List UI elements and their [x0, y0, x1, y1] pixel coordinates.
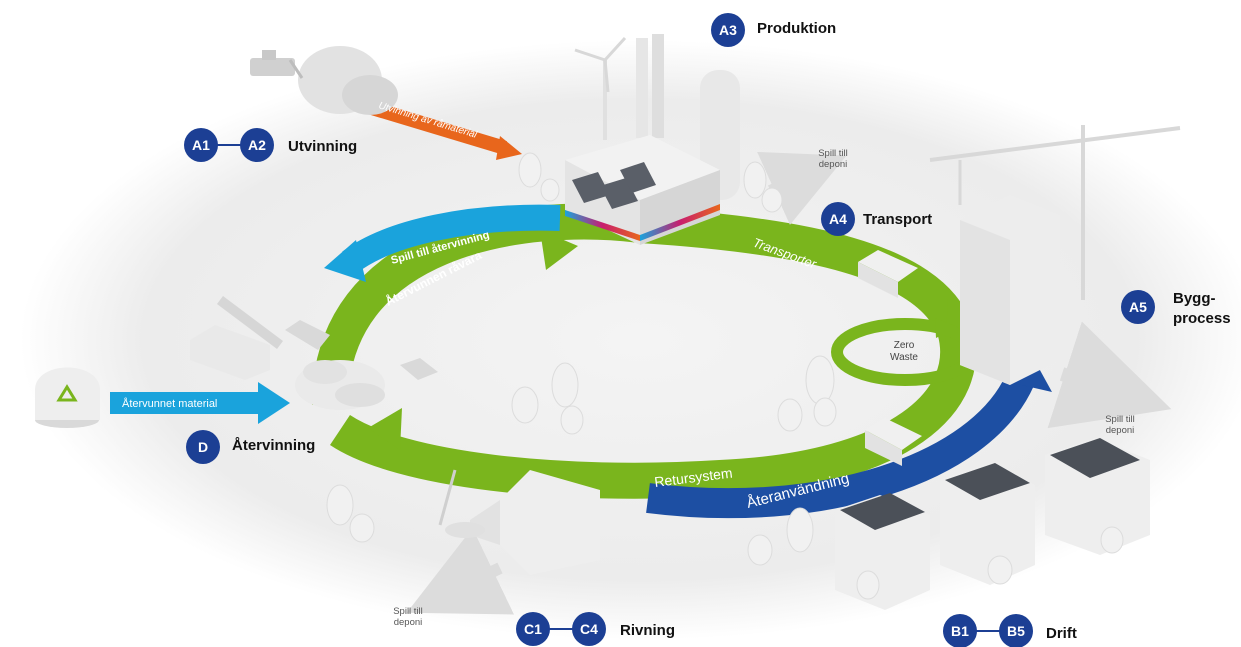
- green-arrow-head-top: [540, 230, 578, 270]
- landfill-note-top: Spill till deponi: [803, 148, 863, 170]
- landfill-note-top-line2: deponi: [818, 159, 848, 170]
- stage-label-transport: Transport: [863, 211, 933, 228]
- landfill-note-bottom-line1: Spill till: [393, 606, 423, 617]
- recycling-bin-illustration: [35, 367, 100, 428]
- ground-plane: [20, 40, 1241, 640]
- badge-connector-a1-a2: [216, 144, 242, 146]
- trees: [326, 152, 1124, 600]
- landfill-note-bottom-line2: deponi: [393, 617, 423, 628]
- stage-label-demolition: Rivning: [620, 622, 675, 639]
- blue-waste-band: [342, 204, 561, 273]
- zero-waste-arrow: [935, 318, 958, 338]
- landfill-note-top-line1: Spill till: [818, 148, 848, 159]
- demolition-illustration: [438, 469, 600, 575]
- truck-illustration-bottom: [865, 418, 922, 466]
- building-illustration: [929, 125, 1181, 385]
- badge-connector-c1-c4: [548, 628, 574, 630]
- recycled-material-label: Återvunnet material: [122, 397, 217, 410]
- zero-waste-label: Zero Waste: [874, 340, 934, 364]
- badge-b5: B5: [999, 614, 1033, 647]
- badge-a3: A3: [711, 13, 745, 47]
- zero-waste-line1: Zero: [893, 340, 915, 351]
- raw-material-band: [369, 101, 508, 155]
- badge-b1: B1: [943, 614, 977, 647]
- stage-label-recycling: Återvinning: [232, 437, 316, 454]
- badge-a4: A4: [821, 202, 855, 236]
- badge-a2: A2: [240, 128, 274, 162]
- landfill-note-right-line2: deponi: [1105, 425, 1135, 436]
- recycled-material-arrow: [258, 382, 290, 424]
- landfill-arrow-bottom: [406, 527, 515, 615]
- factory-illustration: [565, 34, 740, 245]
- quarry-illustration: [250, 46, 398, 115]
- badge-d: D: [186, 430, 220, 464]
- landfill-arrow-right: [1047, 321, 1172, 429]
- recycle-icon: [56, 384, 78, 402]
- stage-label-production: Produktion: [757, 20, 837, 37]
- badge-a1: A1: [184, 128, 218, 162]
- recycling-plant-illustration: [190, 296, 438, 410]
- badge-connector-b1-b5: [975, 630, 1001, 632]
- raw-material-arrow: [496, 136, 522, 160]
- stage-label-construction-line2: process: [1173, 310, 1231, 327]
- zero-waste-line2: Waste: [890, 352, 918, 363]
- badge-c1: C1: [516, 612, 550, 646]
- truck-illustration-top: [858, 250, 918, 298]
- landfill-note-right-line1: Spill till: [1105, 414, 1135, 425]
- badge-c4: C4: [572, 612, 606, 646]
- stage-label-operation: Drift: [1046, 625, 1077, 642]
- blue-waste-arrow: [324, 240, 366, 282]
- landfill-arrow-top: [757, 151, 847, 225]
- badge-a5: A5: [1121, 290, 1155, 324]
- recycled-material-band: [110, 392, 260, 414]
- stage-label-construction-line1: Bygg-: [1173, 290, 1216, 307]
- landfill-note-right: Spill till deponi: [1090, 414, 1150, 436]
- reuse-band: [646, 373, 1034, 519]
- stage-label-extraction: Utvinning: [288, 138, 358, 155]
- green-arrow-head-left: [368, 408, 402, 450]
- landfill-note-bottom: Spill till deponi: [378, 606, 438, 628]
